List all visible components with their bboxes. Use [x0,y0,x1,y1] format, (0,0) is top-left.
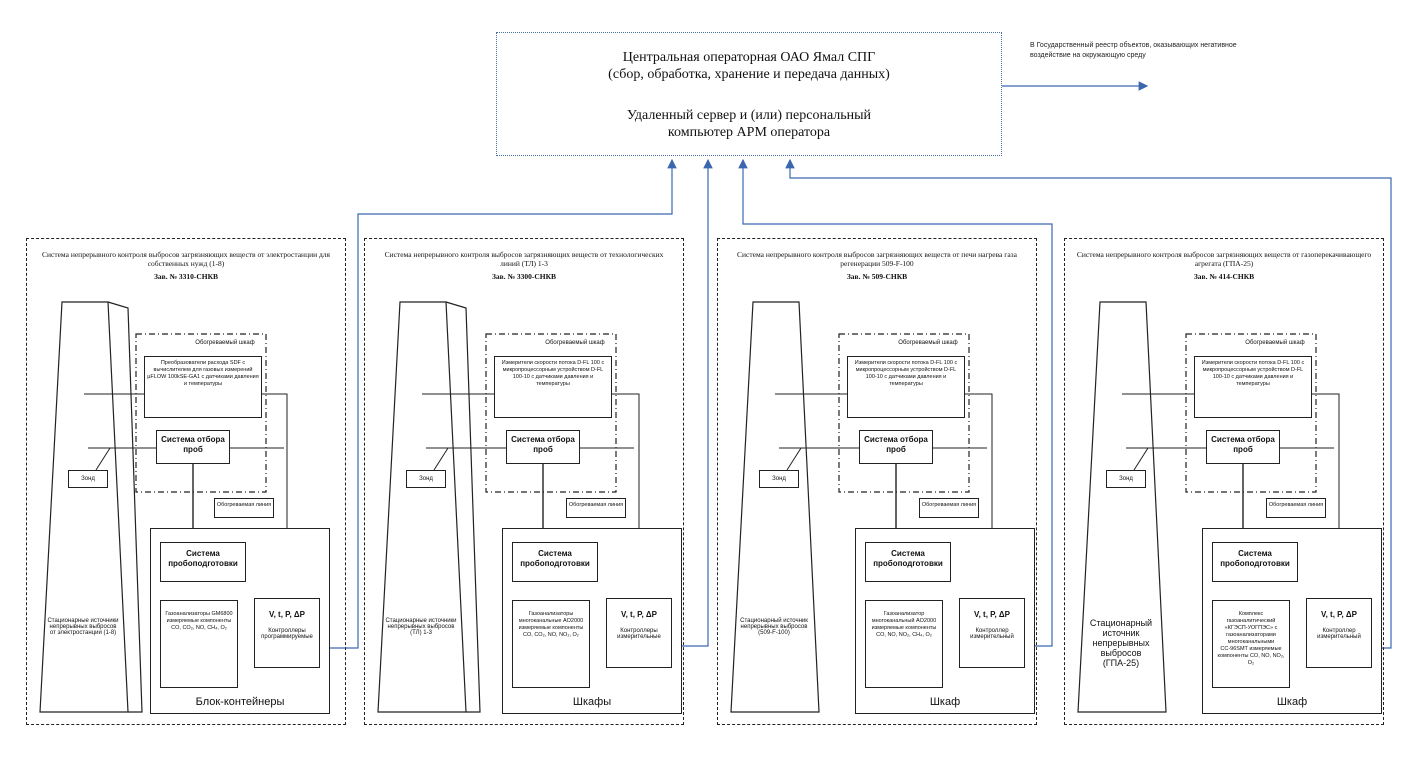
central-operator-box: Центральная операторная ОАО Ямал СПГ (сб… [496,32,1002,156]
probe-label: Зонд [759,470,799,488]
stack-source-label: Стационарный источник непрерывных выброс… [1089,618,1153,668]
system-title: Система непрерывного контроля выбросов з… [1076,250,1372,268]
heated-line-label: Обогреваемая линия [1266,498,1326,518]
sampling-system-box: Система отбора проб [1206,430,1280,464]
flow-meter-box: Измерители скорости потока D-FL 100 с ми… [1194,356,1312,418]
heated-line-label: Обогреваемая линия [214,498,274,518]
system-frame [26,238,346,725]
sample-prep-box: Система пробоподготовки [1212,542,1298,582]
sample-prep-box: Система пробоподготовки [160,542,246,582]
central-title: Центральная операторная ОАО Ямал СПГ (сб… [608,50,890,82]
controller-vars: V, t, P, ΔP [621,610,657,619]
sample-prep-box: Система пробоподготовки [865,542,951,582]
controller-label: Контроллер измерительный [1317,628,1361,640]
enclosure-label: Шкафы [572,696,612,708]
stack-source-label: Стационарные источники непрерывных выбро… [47,618,119,636]
controller-box [606,598,672,668]
stack-source-label: Стационарный источник непрерывных выброс… [740,618,808,636]
gas-analyzer-box: Газоанализаторы GM6800 измеряемые компон… [160,600,238,688]
probe-label: Зонд [406,470,446,488]
system-frame [717,238,1037,725]
system-frame [364,238,684,725]
stack-source-label: Стационарные источники непрерывных выбро… [385,618,457,636]
flow-meter-box: Измерители скорости потока D-FL 100 с ми… [847,356,965,418]
controller-vars: V, t, P, ΔP [269,610,305,619]
flow-meter-box: Измерители скорости потока D-FL 100 с ми… [494,356,612,418]
enclosure-label: Блок-контейнеры [195,696,285,708]
cabinet-label: Обогреваемый шкаф [1245,340,1305,346]
system-serial: Зав. № 3310-СНКВ [153,272,219,281]
sampling-system-box: Система отбора проб [506,430,580,464]
system-title: Система непрерывного контроля выбросов з… [41,250,330,268]
central-server-label: Удаленный сервер и (или) персональный ко… [626,108,872,140]
controller-vars: V, t, P, ΔP [1321,610,1357,619]
cabinet-label: Обогреваемый шкаф [545,340,605,346]
enclosure-label: Шкаф [929,696,961,708]
gas-analyzer-box: Газоанализаторы многоканальные AO2000 из… [512,600,590,688]
heated-line-label: Обогреваемая линия [919,498,979,518]
system-title: Система непрерывного контроля выбросов з… [737,250,1017,268]
cabinet-label: Обогреваемый шкаф [195,340,255,346]
system-frame [1064,238,1384,725]
heated-line-label: Обогреваемая линия [566,498,626,518]
enclosure-label: Шкаф [1276,696,1308,708]
system-serial: Зав. № 509-СНКВ [846,272,908,281]
controller-vars: V, t, P, ΔP [974,610,1010,619]
controller-box [254,598,320,668]
system-title: Система непрерывного контроля выбросов з… [384,250,664,268]
controller-box [1306,598,1372,668]
cabinet-label: Обогреваемый шкаф [898,340,958,346]
probe-label: Зонд [1106,470,1146,488]
controller-label: Контроллеры измерительные [617,628,661,640]
flow-meter-box: Преобразователи расхода SDF с вычислител… [144,356,262,418]
probe-label: Зонд [68,470,108,488]
controller-box [959,598,1025,668]
sampling-system-box: Система отбора проб [156,430,230,464]
link-system-2 [680,158,713,647]
system-serial: Зав. № 3300-СНКВ [491,272,557,281]
controller-label: Контроллер измерительный [970,628,1014,640]
controller-label: Контроллеры программируемые [261,628,313,640]
gas-analyzer-box: Комплекс газоаналитический «КГЭСП-УОГПЭС… [1212,600,1290,688]
gas-analyzer-box: Газоанализатор многоканальный AO2000 изм… [865,600,943,688]
registry-note: В Государственный реестр объектов, оказы… [1030,42,1237,59]
sample-prep-box: Система пробоподготовки [512,542,598,582]
sampling-system-box: Система отбора проб [859,430,933,464]
system-serial: Зав. № 414-СНКВ [1193,272,1255,281]
